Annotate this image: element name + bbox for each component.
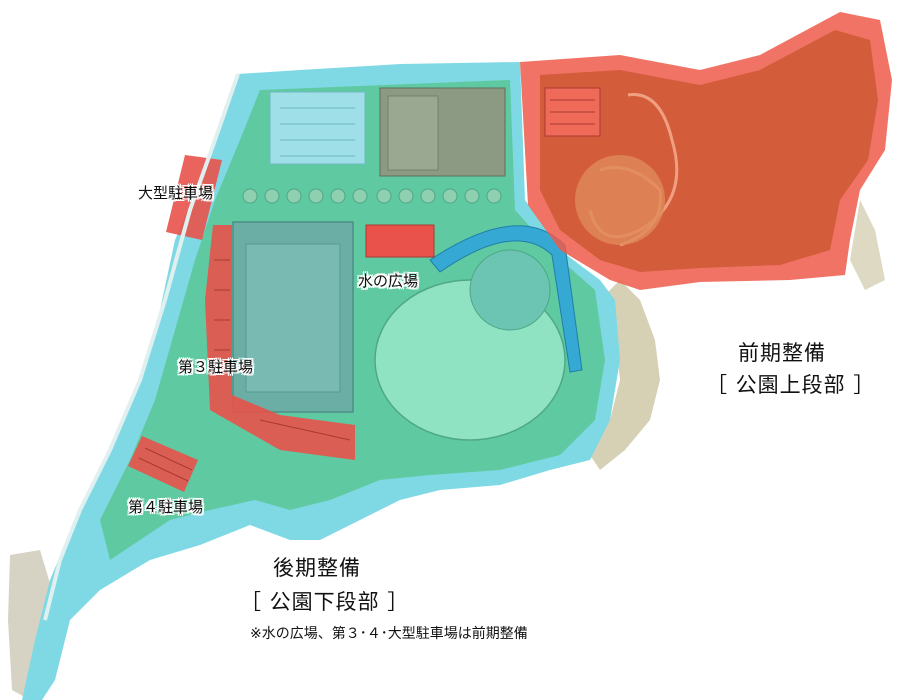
rock-slope-east	[590, 280, 660, 470]
stadium-stands	[429, 225, 583, 373]
parking3-area	[205, 225, 355, 460]
early-plaza	[575, 155, 665, 245]
early-zone-subtitle: ［ 公園上段部 ］	[706, 373, 876, 397]
early-lot-lines	[550, 99, 595, 125]
rock-slope-northeast	[850, 200, 885, 290]
early-zone-title: 前期整備	[738, 341, 826, 365]
building-inner	[387, 95, 439, 171]
west-road	[43, 73, 240, 621]
late-zone-title: 後期整備	[273, 556, 361, 580]
phase-note: ※水の広場、第３･４･大型駐車場は前期整備	[250, 626, 528, 642]
stadium-infield	[469, 249, 551, 331]
late-zone-subtitle: ［ 公園下段部 ］	[240, 590, 410, 614]
tree-row	[242, 188, 502, 204]
label-parking3: 第３駐車場	[178, 358, 254, 376]
upper-lot-lines	[280, 107, 355, 157]
label-large-parking: 大型駐車場	[138, 184, 214, 202]
label-parking4: 第４駐車場	[128, 498, 204, 516]
parking3-lines	[214, 259, 351, 441]
label-water-plaza: 水の広場	[358, 272, 419, 290]
water-plaza-area	[365, 224, 435, 258]
parking4-lines	[138, 447, 193, 482]
upper-lot-grid	[269, 91, 366, 165]
sports-field-inner	[245, 243, 341, 393]
